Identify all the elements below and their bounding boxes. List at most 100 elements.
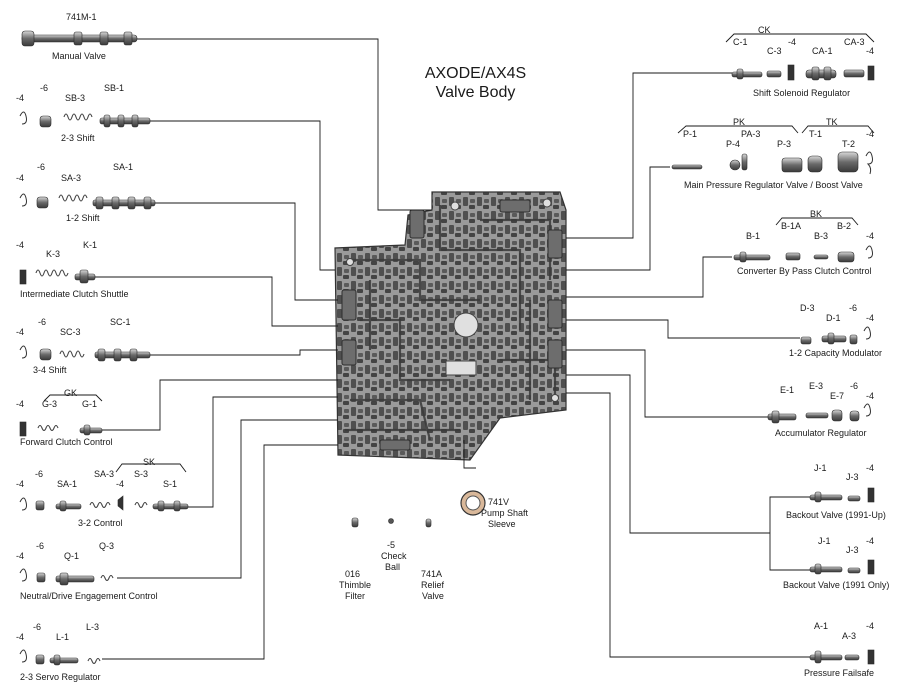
group-name-main-pressure-regulator: Main Pressure Regulator Valve / Boost Va…: [684, 180, 863, 190]
part-label: -4: [16, 240, 25, 250]
group-name-manual-valve: Manual Valve: [52, 51, 106, 61]
part-label: CA-1: [812, 46, 833, 56]
part-label: -4: [16, 327, 25, 337]
part-label: SB-1: [104, 83, 125, 93]
part-label: D-3: [800, 303, 815, 313]
part-label: -4: [866, 621, 875, 631]
thimble-filter-name-2: Filter: [345, 591, 365, 601]
group-name-converter-by-pass-clutch-control: Converter By Pass Clutch Control: [737, 266, 872, 276]
part-label: T-1: [809, 129, 823, 139]
part-label: -4: [866, 313, 875, 323]
part-label: SA-1: [57, 479, 78, 489]
part-label: -6: [33, 622, 42, 632]
part-label: L-3: [86, 622, 100, 632]
part-label: -4: [866, 536, 875, 546]
part-label: D-1: [826, 313, 841, 323]
part-label: P-4: [726, 139, 741, 149]
relief-valve-name-2: Valve: [422, 591, 444, 601]
kit-brackets: [43, 33, 875, 473]
connector-lines: [95, 38, 810, 660]
part-label: B-3: [814, 231, 829, 241]
group-name-pressure-failsafe: Pressure Failsafe: [804, 668, 875, 678]
group-name-1-2-capacity-modulator: 1-2 Capacity Modulator: [789, 348, 883, 358]
part-label: -4: [116, 479, 125, 489]
pump-shaft-sleeve-code: 741V: [488, 497, 510, 507]
part-label: -4: [866, 46, 875, 56]
pump-shaft-sleeve-name-1: Pump Shaft: [481, 508, 529, 518]
part-label: Q-1: [64, 551, 80, 561]
relief-valve-name-1: Relief: [421, 580, 445, 590]
part-label: CA-3: [844, 37, 865, 47]
part-label: A-1: [814, 621, 829, 631]
part-label: -4: [16, 173, 25, 183]
part-label: J-3: [846, 545, 859, 555]
part-label: G-3: [42, 399, 58, 409]
part-label: K-1: [83, 240, 98, 250]
group-name-2-3-shift: 2-3 Shift: [61, 133, 95, 143]
thimble-filter-code: 016: [345, 569, 361, 579]
group-name-accumulator-regulator: Accumulator Regulator: [775, 428, 867, 438]
part-label: -4: [866, 463, 875, 473]
part-label: -6: [850, 381, 859, 391]
kit-label-bk: BK: [810, 209, 823, 219]
part-label: Q-3: [99, 541, 115, 551]
part-label: -4: [16, 93, 25, 103]
pump-shaft-sleeve-name-2: Sleeve: [488, 519, 516, 529]
part-label: S-1: [163, 479, 178, 489]
part-label: -6: [38, 317, 47, 327]
part-label: -6: [36, 541, 45, 551]
group-name-2-3-servo-regulator: 2-3 Servo Regulator: [20, 672, 101, 682]
part-label: PA-3: [741, 129, 761, 139]
part-label: E-3: [809, 381, 824, 391]
part-label: B-1: [746, 231, 761, 241]
group-name-backout-valve-1991-up: Backout Valve (1991-Up): [786, 510, 886, 520]
part-label: SA-3: [61, 173, 82, 183]
group-name-shift-solenoid-regulator: Shift Solenoid Regulator: [753, 88, 851, 98]
part-label: SC-3: [60, 327, 81, 337]
relief-valve-code: 741A: [421, 569, 443, 579]
part-label: S-3: [134, 469, 149, 479]
title-line-1: AXODE/AX4S: [424, 65, 527, 82]
group-name-backout-valve-1991-only: Backout Valve (1991 Only): [783, 580, 890, 590]
kit-label-tk: TK: [826, 117, 838, 127]
part-label: -4: [16, 399, 25, 409]
part-label: SA-3: [94, 469, 115, 479]
group-name-intermediate-clutch-shuttle: Intermediate Clutch Shuttle: [20, 289, 129, 299]
part-label: -6: [37, 162, 46, 172]
part-label: P-3: [777, 139, 792, 149]
part-label: -4: [16, 632, 25, 642]
part-label: SA-1: [113, 162, 134, 172]
kit-label-sk: SK: [143, 457, 156, 467]
valve-body-casting: [334, 191, 567, 461]
group-name-3-2-control: 3-2 Control: [78, 518, 123, 528]
part-label: E-1: [780, 385, 795, 395]
part-label: P-1: [683, 129, 698, 139]
part-label: C-3: [767, 46, 782, 56]
manual-valve-part: [21, 30, 138, 47]
part-label: B-2: [837, 221, 852, 231]
part-label: -4: [866, 231, 875, 241]
part-label: G-1: [82, 399, 98, 409]
group-name-1-2-shift: 1-2 Shift: [66, 213, 100, 223]
part-label: 741M-1: [66, 12, 97, 22]
part-label: B-1A: [781, 221, 802, 231]
part-label: -4: [16, 551, 25, 561]
kit-label-ck: CK: [758, 25, 771, 35]
part-label: -4: [788, 37, 797, 47]
part-label: J-1: [818, 536, 831, 546]
part-label: E-7: [830, 391, 845, 401]
part-label: SB-3: [65, 93, 86, 103]
diagram-title: AXODE/AX4S Valve Body: [388, 64, 563, 102]
group-name-forward-clutch-control: Forward Clutch Control: [20, 437, 113, 447]
part-label: -4: [866, 391, 875, 401]
part-label: A-3: [842, 631, 857, 641]
title-line-2: Valve Body: [435, 84, 516, 101]
part-label: C-1: [733, 37, 748, 47]
part-label: J-3: [846, 472, 859, 482]
part-label: -6: [849, 303, 858, 313]
check-ball-name-2: Ball: [385, 562, 401, 572]
part-label: -4: [16, 479, 25, 489]
part-label: -4: [866, 129, 875, 139]
part-label: T-2: [842, 139, 856, 149]
